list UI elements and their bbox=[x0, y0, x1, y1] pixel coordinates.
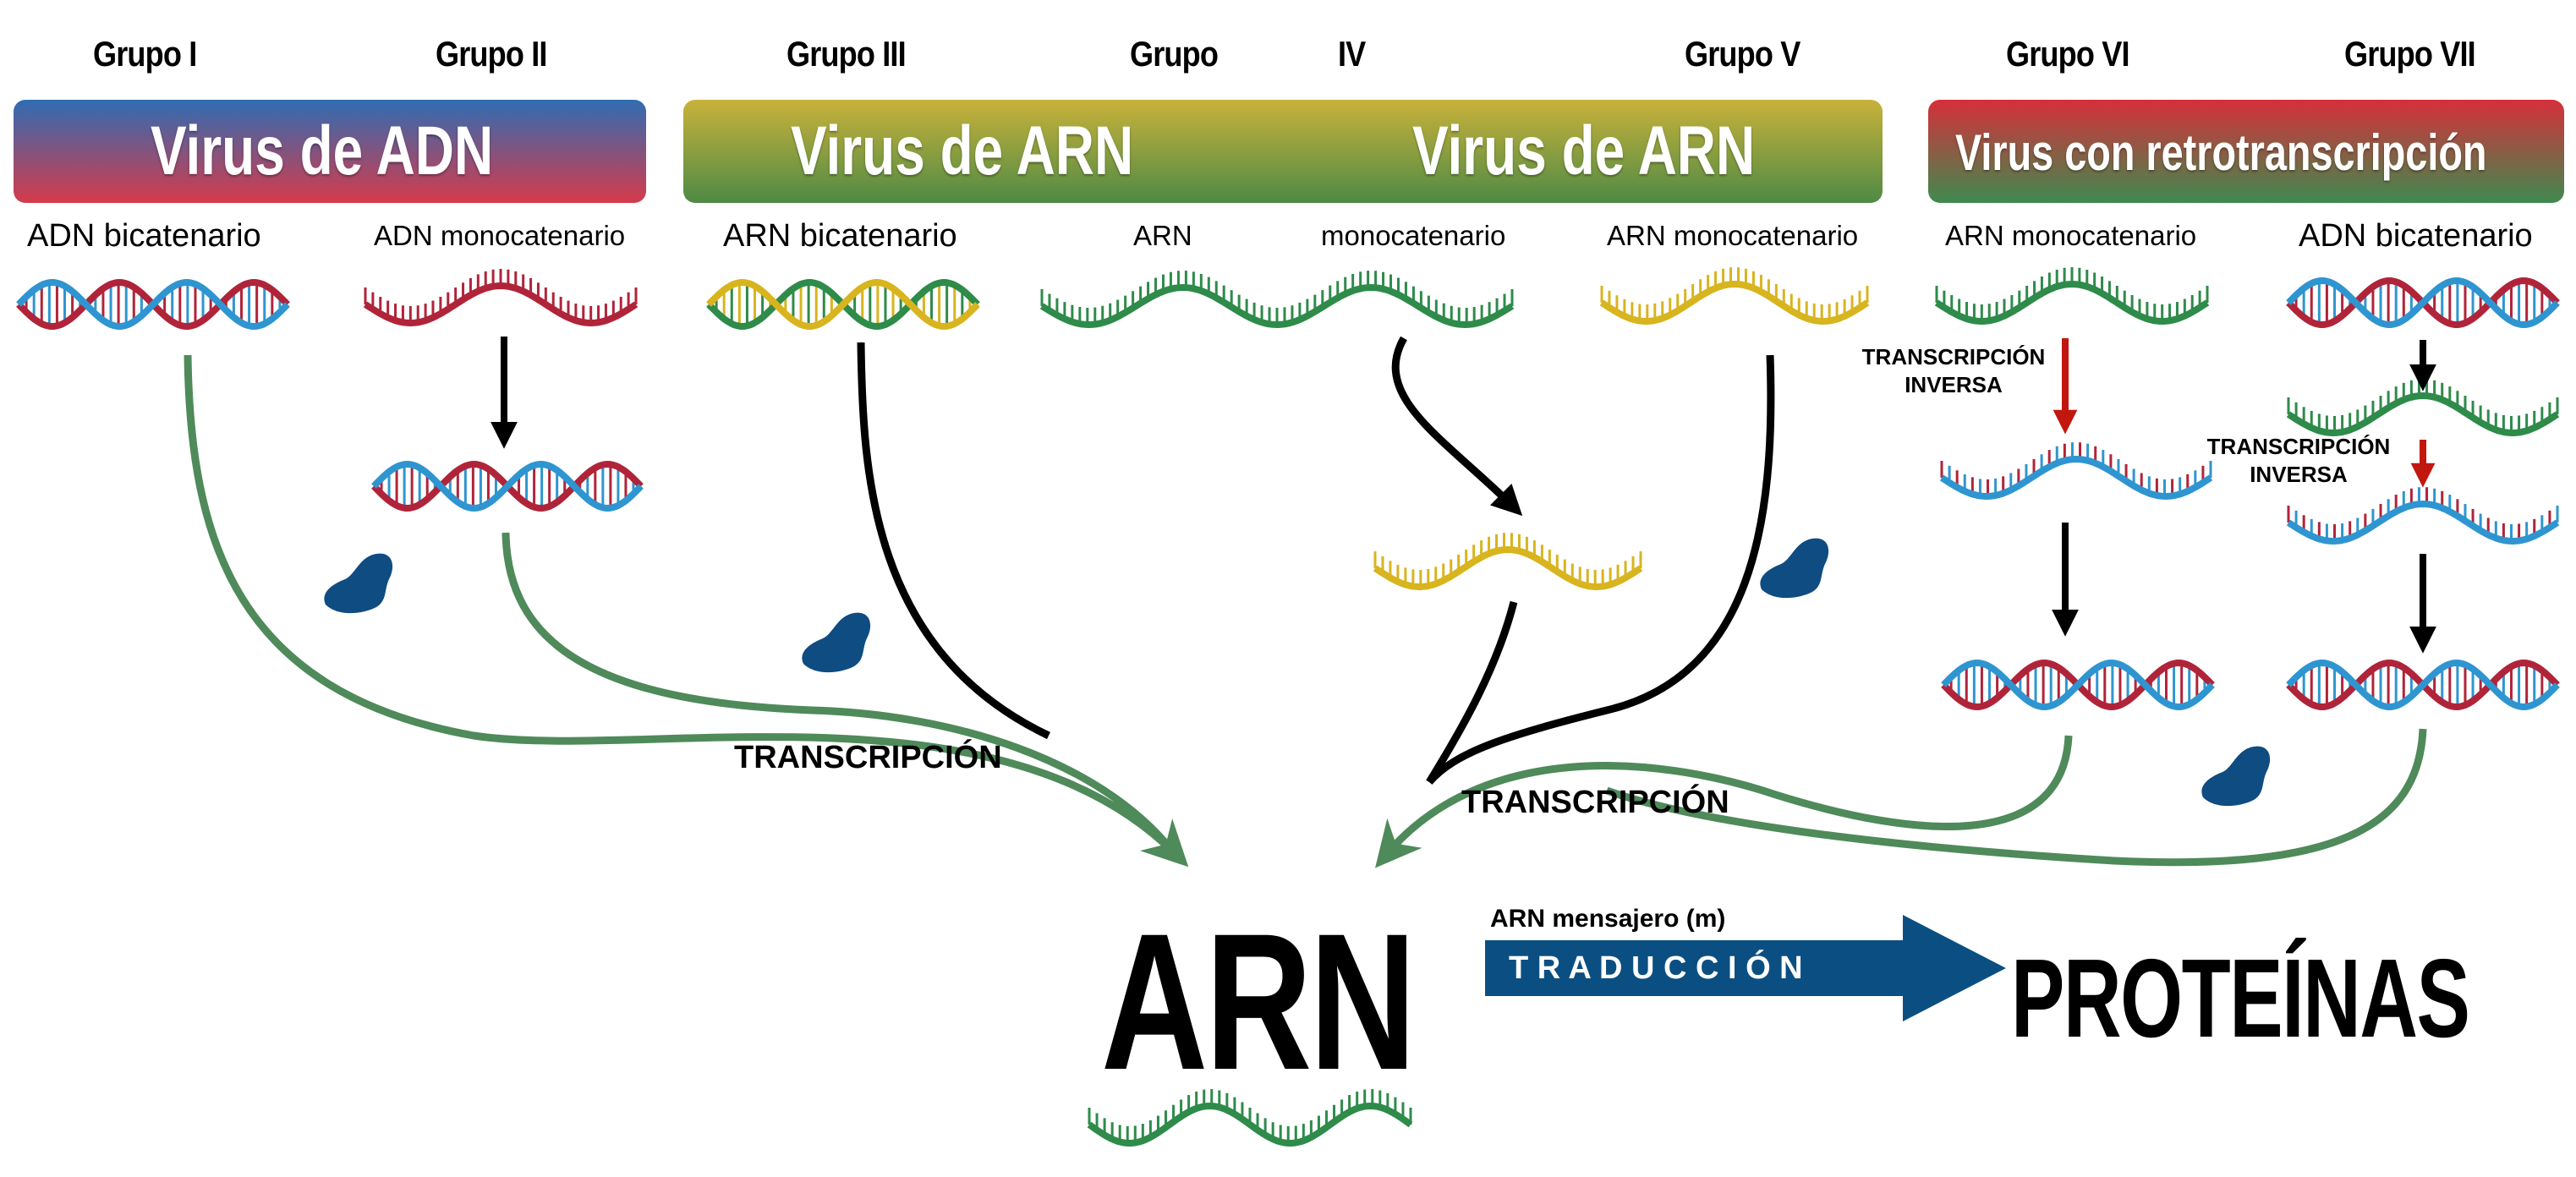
reverse-transcription-g7-line1: TRANSCRIPCIÓN bbox=[2206, 434, 2391, 459]
genome-g2-label: ADN monocatenario bbox=[374, 220, 626, 251]
dna-virus-title: Virus de ADN bbox=[151, 112, 494, 189]
genome-g4-label-a: ARN bbox=[1133, 220, 1192, 251]
nucleic-acid-strands bbox=[16, 267, 2560, 1147]
transcription-arrow-g1 bbox=[184, 354, 1189, 868]
reverse-transcription-g6-label: TRANSCRIPCIÓN INVERSA bbox=[1852, 343, 2055, 399]
genome-g6-label: ARN monocatenario bbox=[1945, 220, 2197, 251]
retro-virus-title: Virus con retrotranscripción bbox=[1955, 124, 2487, 181]
rna-virus-banner bbox=[683, 100, 1883, 203]
group-iv-label: Grupo bbox=[1130, 34, 1219, 74]
reverse-transcription-g6-line2: INVERSA bbox=[1905, 372, 2003, 397]
mrna-label: ARN mensajero (m) bbox=[1490, 905, 1726, 933]
ssrna-strand-g4-plus bbox=[1373, 533, 1643, 591]
reverse-transcription-g7-label: TRANSCRIPCIÓN INVERSA bbox=[2197, 433, 2400, 489]
ssrna-strand-g6 bbox=[1934, 267, 2210, 326]
rna-virus-title-left: Virus de ARN bbox=[791, 112, 1134, 189]
genome-g1-label: ADN bicatenario bbox=[27, 218, 261, 254]
group-vi-label: Grupo VI bbox=[2006, 34, 2129, 74]
group-v-label: Grupo V bbox=[1685, 34, 1800, 74]
translation-label: T R A D U C C I Ó N bbox=[1509, 950, 1803, 986]
dna-strand-g6-minus bbox=[1939, 442, 2213, 501]
dsrna-strand-g3 bbox=[706, 278, 980, 331]
group-ii-label: Grupo II bbox=[436, 34, 547, 74]
ssrna-strand-g5 bbox=[1599, 267, 1870, 326]
ssrna-strand-g4 bbox=[1039, 271, 1515, 329]
genome-g4-label-b: monocatenario bbox=[1321, 220, 1506, 251]
transcription-arrow-g7 bbox=[1605, 728, 2427, 867]
ssdna-strand-g2 bbox=[363, 269, 639, 327]
proteins-title: PROTEÍNAS bbox=[2011, 936, 2470, 1060]
group-iii-label: Grupo III bbox=[787, 34, 907, 74]
translation-arrow bbox=[1485, 915, 2006, 1021]
transcription-arrow-g2 bbox=[501, 532, 1175, 852]
group-vii-label: Grupo VII bbox=[2344, 34, 2476, 74]
enzyme-icon bbox=[324, 553, 393, 614]
arrow-g5 bbox=[1426, 354, 1775, 785]
dsdna-strand-g7 bbox=[2286, 276, 2560, 329]
genome-g7-label: ADN bicatenario bbox=[2299, 218, 2533, 254]
rna-virus-title-right: Virus de ARN bbox=[1412, 112, 1756, 189]
dna-virus-banner bbox=[14, 100, 646, 203]
dsdna-strand-g2 bbox=[371, 460, 644, 512]
arrow-g4-to-plus bbox=[1391, 336, 1523, 517]
dsdna-strand-g1 bbox=[16, 278, 290, 331]
group-iv-number: IV bbox=[1338, 34, 1366, 74]
dna-strand-g7-minus bbox=[2286, 487, 2560, 545]
reverse-transcription-g6-line1: TRANSCRIPCIÓN bbox=[1861, 344, 2046, 370]
retro-virus-banner bbox=[1928, 100, 2564, 203]
arrow-g3 bbox=[857, 342, 1050, 740]
transcription-label-right: TRANSCRIPCIÓN bbox=[1461, 785, 1729, 820]
mrna-strand-center bbox=[1087, 1089, 1413, 1147]
enzyme-icon bbox=[802, 612, 871, 673]
enzyme-icon bbox=[2201, 746, 2271, 807]
transcription-label-left: TRANSCRIPCIÓN bbox=[734, 740, 1002, 775]
dsdna-strand-g6 bbox=[1941, 659, 2215, 711]
genome-g3-label: ARN bicatenario bbox=[723, 218, 957, 254]
enzyme-icon bbox=[1760, 538, 1829, 599]
arrow-g4-plus-to-arn bbox=[1426, 600, 1518, 785]
genome-g5-label: ARN monocatenario bbox=[1607, 220, 1859, 251]
group-i-label: Grupo I bbox=[93, 34, 197, 74]
rna-strand-g7 bbox=[2286, 379, 2560, 437]
dsdna-strand-g7-final bbox=[2286, 659, 2560, 711]
transcription-arrow-g6 bbox=[1375, 735, 2073, 868]
arn-title: ARN bbox=[1101, 893, 1417, 1110]
reverse-transcription-g7-line2: INVERSA bbox=[2250, 462, 2348, 487]
